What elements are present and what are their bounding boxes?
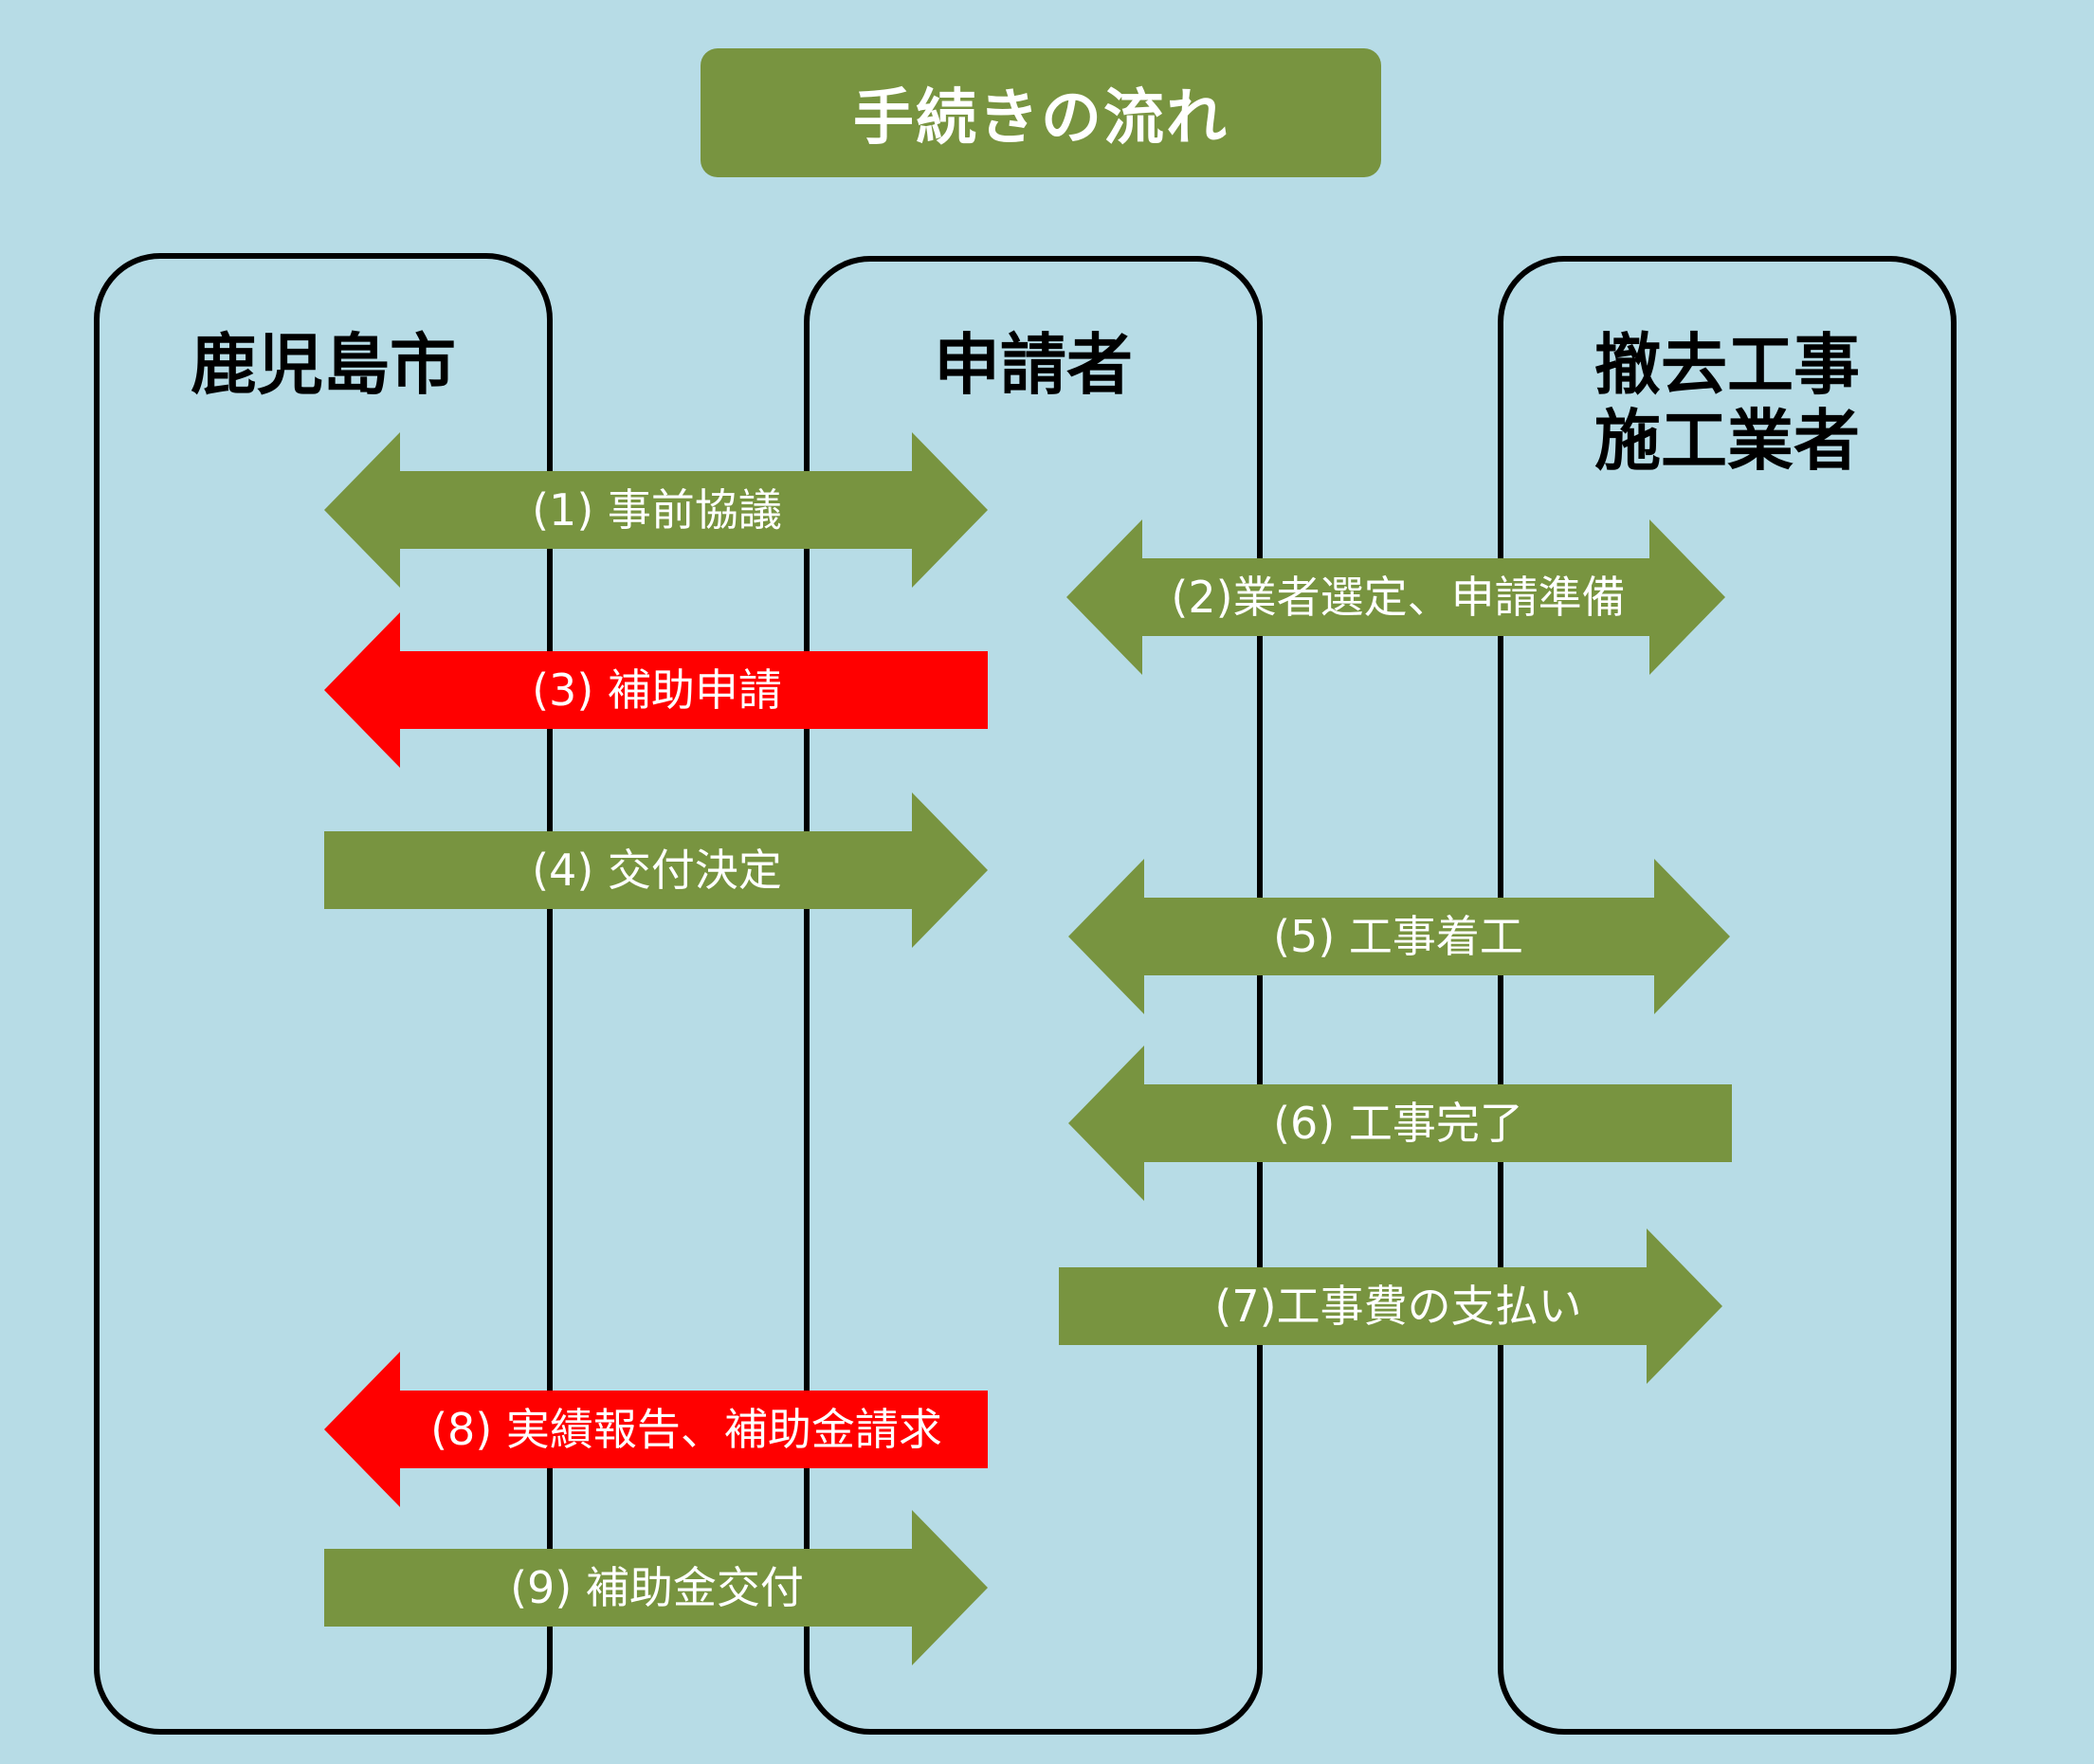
step-3-arrow	[324, 612, 988, 768]
diagram-title: 手続きの流れ	[853, 83, 1229, 154]
step-7-label: (7)工事費の支払い	[1214, 1281, 1581, 1332]
lane-title-applicant: 申請者	[934, 326, 1133, 404]
step-5-arrow	[1068, 859, 1730, 1014]
title-banner: 手続きの流れ	[701, 48, 1381, 177]
step-4-arrow	[324, 792, 988, 948]
lane-title-contractor: 撤去工事 施工業者	[1594, 326, 1860, 480]
step-9-arrow	[324, 1510, 988, 1665]
lane-title-kagoshima-city: 鹿児島市	[191, 326, 456, 404]
step-8-label: (8) 実績報告、補助金請求	[430, 1404, 942, 1455]
step-3-label: (3) 補助申請	[532, 664, 782, 716]
step-8-arrow	[324, 1352, 988, 1507]
step-2-arrow	[1066, 519, 1725, 675]
lane-kagoshima-city	[94, 253, 553, 1735]
step-6-label: (6) 工事完了	[1273, 1098, 1523, 1149]
step-6-arrow	[1068, 1046, 1732, 1201]
step-2-label: (2)業者選定、申請準備	[1171, 572, 1625, 623]
step-5-label: (5) 工事着工	[1273, 911, 1523, 962]
lane-applicant	[804, 256, 1263, 1735]
step-1-label: (1) 事前協議	[532, 484, 782, 536]
lane-contractor	[1498, 256, 1957, 1735]
step-1-arrow	[324, 432, 988, 588]
step-9-label: (9) 補助金交付	[510, 1562, 804, 1613]
step-4-label: (4) 交付決定	[532, 845, 782, 896]
step-7-arrow	[1059, 1228, 1722, 1384]
